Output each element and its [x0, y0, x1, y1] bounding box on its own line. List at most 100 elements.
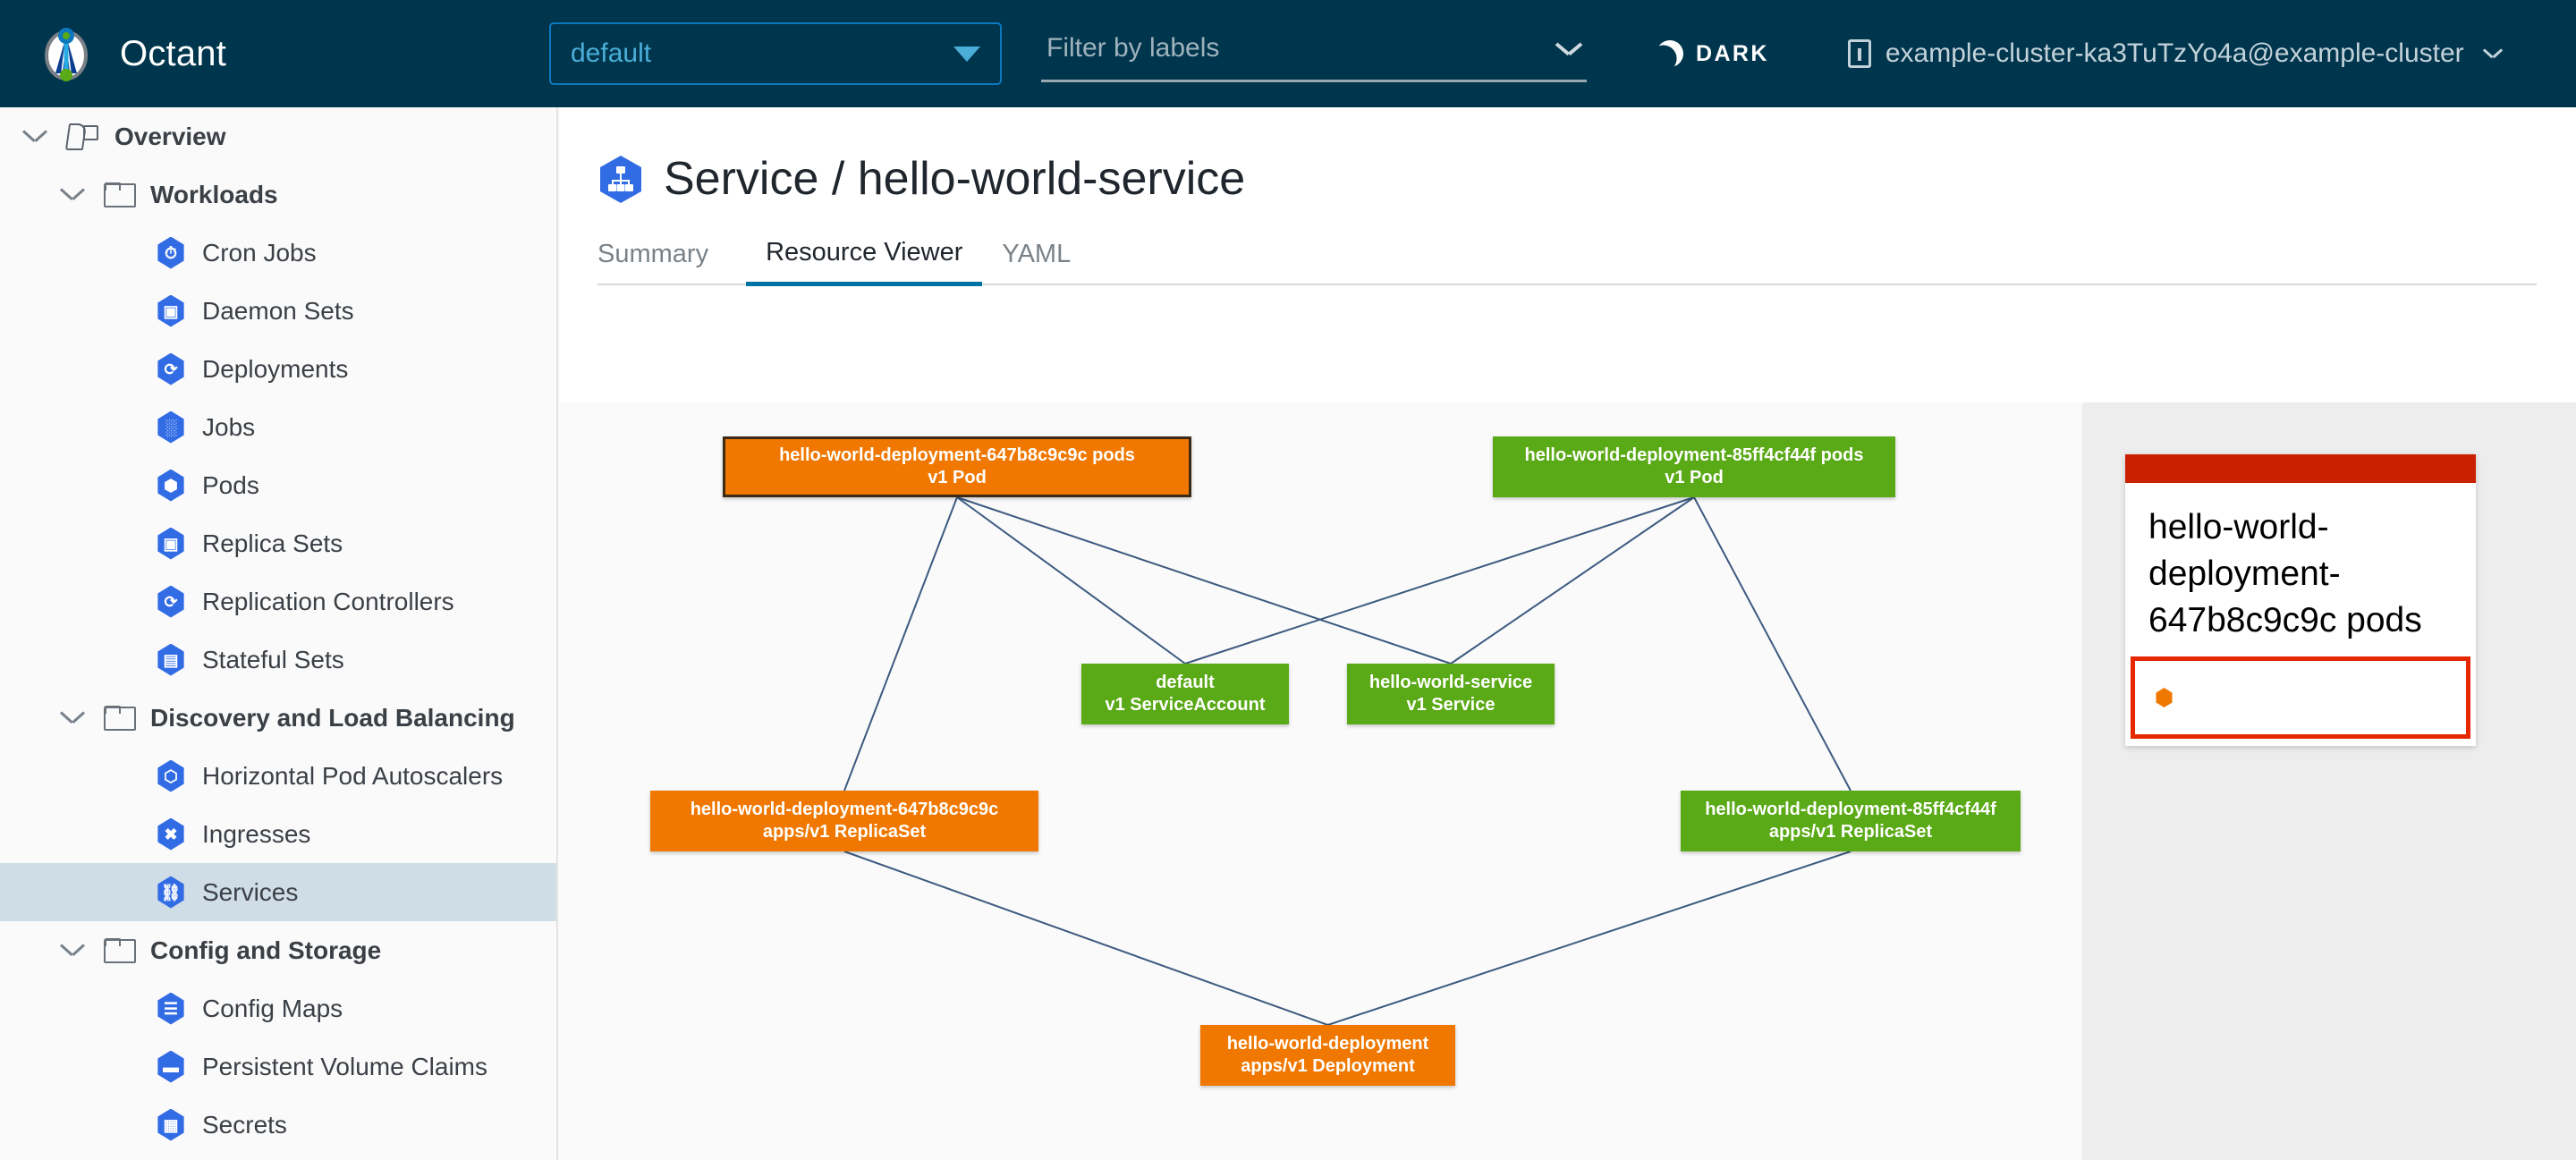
service-icon: ⛓ [157, 876, 184, 909]
sidebar-item-workloads[interactable]: Workloads [0, 165, 556, 224]
secret-icon: ▦ [157, 1108, 184, 1141]
sidebar-item-label: Secrets [202, 1110, 287, 1139]
detail-card-accent-bar [2125, 454, 2476, 483]
sidebar-item-cron-jobs[interactable]: ⏱ Cron Jobs [0, 224, 556, 282]
sidebar-item-config-and-storage[interactable]: Config and Storage [0, 921, 556, 979]
sidebar-item-replica-sets[interactable]: ▣Replica Sets [0, 514, 556, 572]
graph-node-kind: apps/v1 ReplicaSet [1768, 822, 1933, 842]
chevron-down-icon[interactable] [23, 130, 47, 144]
sidebar-item-label: Overview [114, 122, 226, 150]
sidebar-item-deployments[interactable]: ⟳ Deployments [0, 340, 556, 398]
daemon-set-icon: ▣ [157, 294, 184, 327]
deployment-icon: ⟳ [157, 352, 184, 385]
tab-yaml[interactable]: YAML [1002, 240, 1072, 268]
brand[interactable]: Octant [38, 25, 538, 82]
folder-icon [104, 182, 136, 207]
sidebar-item-replication-controllers[interactable]: ⟳ Replication Controllers [0, 572, 556, 631]
resource-graph-canvas[interactable]: hello-world-deployment-647b8c9c9c pods v1… [560, 402, 2082, 1160]
chevron-down-icon[interactable] [61, 711, 84, 725]
top-bar: Octant default Filter by labels DARK exa… [0, 0, 2576, 107]
sidebar-item-stateful-sets[interactable]: ▤Stateful Sets [0, 631, 556, 689]
folder-icon [104, 937, 136, 963]
sidebar-item-horizontal-pod-autoscalers[interactable]: ⬡ Horizontal Pod Autoscalers [0, 747, 556, 805]
graph-edge [956, 496, 1186, 665]
graph-node-name: hello-world-deployment-85ff4cf44f pods [1524, 445, 1864, 465]
graph-edge [843, 496, 958, 792]
pvc-icon: ▬ [157, 1050, 184, 1083]
sidebar-item-label: Daemon Sets [202, 296, 354, 325]
sidebar-item-pods[interactable]: ⬢Pods [0, 456, 556, 514]
sidebar-item-label: Horizontal Pod Autoscalers [202, 761, 504, 790]
page-title: Service / hello-world-service [664, 153, 1246, 205]
sidebar-item-label: Deployments [202, 354, 349, 383]
sidebar-item-config-maps[interactable]: ☰ Config Maps [0, 979, 556, 1037]
sidebar-item-label: Services [202, 877, 299, 906]
sidebar-item-overview[interactable]: Overview [0, 107, 556, 165]
caret-down-icon [953, 46, 980, 62]
theme-toggle-button[interactable]: DARK [1657, 40, 1769, 67]
sidebar-item-label: Cron Jobs [202, 238, 317, 267]
config-map-icon: ☰ [157, 992, 184, 1025]
sidebar-item-label: Persistent Volume Claims [202, 1052, 488, 1080]
chevron-down-icon [2484, 48, 2502, 59]
chevron-down-icon[interactable] [61, 944, 84, 958]
namespace-select[interactable]: default [549, 22, 1002, 85]
job-icon: ░ [157, 411, 184, 444]
graph-node-name: default [1156, 673, 1215, 692]
graph-node-kind: apps/v1 ReplicaSet [762, 822, 927, 842]
sidebar-item-label: Stateful Sets [202, 645, 344, 673]
chevron-down-icon [1556, 40, 1581, 56]
detail-card-status-box [2131, 656, 2470, 739]
sidebar-item-persistent-volume-claims[interactable]: ▬ Persistent Volume Claims [0, 1037, 556, 1096]
sidebar-item-label: Ingresses [202, 819, 311, 848]
octant-logo-icon [38, 25, 95, 82]
label-filter-input[interactable]: Filter by labels [1041, 25, 1587, 82]
cluster-context-selector[interactable]: example-cluster-ka3TuTzYo4a@example-clus… [1847, 38, 2502, 69]
graph-node-name: hello-world-deployment-85ff4cf44f [1705, 800, 1996, 819]
graph-node-pod-647[interactable]: hello-world-deployment-647b8c9c9c pods v1… [723, 436, 1191, 497]
sidebar-item-label: Replication Controllers [202, 587, 454, 615]
sidebar-item-label: Jobs [202, 412, 256, 441]
tab-bar: Summary Resource Viewer YAML [597, 238, 2537, 286]
sidebar-item-discovery-and-load-balancing[interactable]: Discovery and Load Balancing [0, 689, 556, 747]
sidebar-item-label: Config Maps [202, 994, 343, 1022]
chevron-down-icon[interactable] [61, 188, 84, 202]
status-warning-dot-icon [2156, 688, 2173, 707]
sidebar-item-ingresses[interactable]: ✖Ingresses [0, 805, 556, 863]
graph-node-name: hello-world-deployment-647b8c9c9c pods [779, 445, 1135, 465]
resource-detail-panel: hello-world-deployment-647b8c9c9c pods [2082, 402, 2576, 1160]
graph-edge [843, 851, 1328, 1026]
detail-card[interactable]: hello-world-deployment-647b8c9c9c pods [2125, 454, 2476, 746]
graph-edge [1450, 496, 1695, 665]
moon-icon [1652, 36, 1688, 72]
graph-node-rs-85f[interactable]: hello-world-deployment-85ff4cf44f apps/v1… [1681, 791, 2021, 851]
sidebar-item-services[interactable]: ⛓ Services [0, 863, 556, 921]
graph-node-name: hello-world-service [1368, 673, 1533, 692]
sidebar-item-label: Discovery and Load Balancing [150, 703, 515, 732]
folder-icon [104, 705, 136, 731]
graph-node-name: hello-world-deployment [1226, 1034, 1429, 1054]
graph-node-kind: v1 Pod [928, 468, 987, 487]
hpa-icon: ⬡ [157, 759, 184, 792]
sidebar-item-daemon-sets[interactable]: ▣ Daemon Sets [0, 282, 556, 340]
tab-resource-viewer[interactable]: Resource Viewer [746, 238, 983, 286]
graph-edge [1327, 851, 1852, 1026]
graph-edge [1184, 496, 1695, 665]
tab-summary[interactable]: Summary [597, 240, 709, 268]
replication-controller-icon: ⟳ [157, 585, 184, 618]
sidebar-item-secrets[interactable]: ▦ Secrets [0, 1096, 556, 1154]
graph-node-kind: apps/v1 Deployment [1241, 1056, 1415, 1076]
cron-job-icon: ⏱ [157, 236, 184, 269]
replica-set-icon: ▣ [157, 527, 184, 560]
theme-toggle-label: DARK [1696, 40, 1769, 66]
graph-edge [956, 496, 1452, 665]
service-icon [597, 155, 644, 204]
app-name: Octant [120, 33, 227, 73]
sidebar-item-jobs[interactable]: ░ Jobs [0, 398, 556, 456]
